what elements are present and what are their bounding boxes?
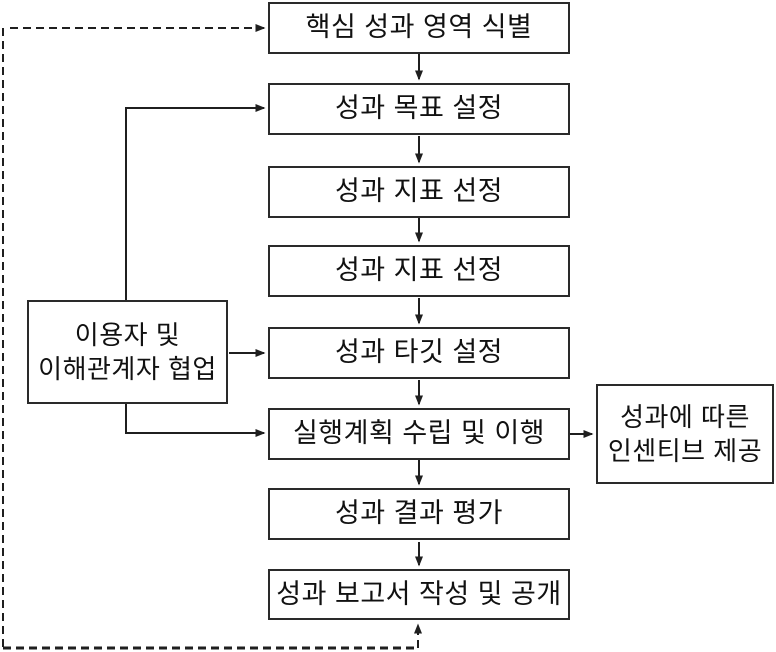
step-box-action-plan-and-implementation: 실행계획 수립 및 이행 [268, 408, 570, 460]
step-label: 성과 지표 선정 [334, 176, 504, 207]
incentive-line-2: 인센티브 제공 [607, 436, 763, 466]
step-box-identify-key-performance-areas: 핵심 성과 영역 식별 [268, 2, 570, 54]
step-label: 성과 목표 설정 [334, 93, 504, 124]
step-box-set-performance-targets: 성과 타깃 설정 [268, 327, 570, 379]
step-box-select-performance-indicators-2: 성과 지표 선정 [268, 245, 570, 297]
step-box-set-performance-goals: 성과 목표 설정 [268, 83, 570, 135]
incentive-line-1: 성과에 따른 [620, 401, 750, 432]
step-label: 성과 지표 선정 [334, 255, 504, 286]
side-box-performance-based-incentive: 성과에 따른 인센티브 제공 [596, 384, 774, 484]
step-box-select-performance-indicators-1: 성과 지표 선정 [268, 166, 570, 218]
collab-line-2: 이해관계자 협업 [38, 354, 217, 384]
arrow-collab-to-action-plan [125, 404, 266, 437]
step-box-report-writing-and-disclosure: 성과 보고서 작성 및 공개 [268, 569, 570, 620]
side-box-user-stakeholder-collaboration: 이용자 및 이해관계자 협업 [27, 300, 228, 404]
step-label: 성과 타깃 설정 [334, 337, 504, 368]
step-label: 실행계획 수립 및 이행 [292, 418, 546, 449]
arrow-collab-to-goal-setting [125, 104, 266, 300]
step-box-evaluate-performance-results: 성과 결과 평가 [268, 488, 570, 540]
step-label: 핵심 성과 영역 식별 [305, 12, 533, 43]
collab-line-1: 이용자 및 [74, 319, 181, 350]
step-label: 성과 결과 평가 [334, 498, 504, 529]
step-label: 성과 보고서 작성 및 공개 [276, 578, 562, 609]
